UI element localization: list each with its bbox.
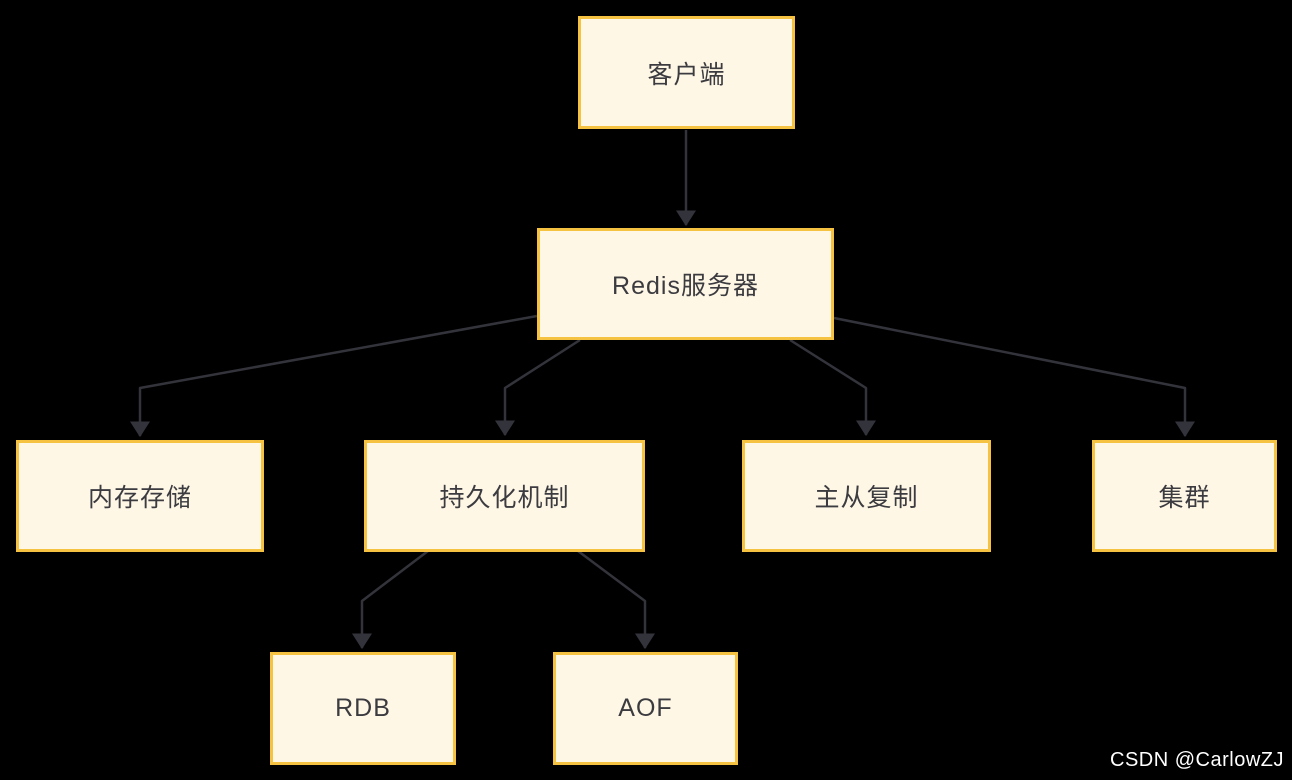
node-rdb: RDB — [270, 652, 456, 765]
node-persistence-mechanism-label: 持久化机制 — [439, 484, 570, 512]
edge-persistence-rdb — [352, 550, 429, 650]
node-master-slave-replication: 主从复制 — [742, 440, 991, 552]
node-client: 客户端 — [578, 16, 795, 129]
node-aof-label: AOF — [618, 694, 673, 722]
node-persistence-mechanism: 持久化机制 — [364, 440, 645, 552]
node-memory-storage-label: 内存存储 — [87, 484, 192, 512]
node-aof: AOF — [553, 652, 738, 765]
edge-server-replication — [789, 338, 876, 437]
node-master-slave-replication-label: 主从复制 — [814, 484, 919, 512]
node-client-label: 客户端 — [647, 60, 726, 89]
node-memory-storage: 内存存储 — [16, 440, 264, 552]
edge-server-memory — [130, 314, 538, 438]
node-redis-server: Redis服务器 — [537, 228, 834, 340]
edge-server-persistence — [495, 338, 581, 437]
node-redis-server-label: Redis服务器 — [612, 272, 759, 300]
node-cluster: 集群 — [1092, 440, 1277, 552]
edge-persistence-aof — [577, 549, 655, 650]
edge-server-cluster — [833, 316, 1195, 438]
node-cluster-label: 集群 — [1158, 484, 1211, 512]
node-rdb-label: RDB — [335, 694, 391, 722]
csdn-watermark: CSDN @CarlowZJ — [1110, 749, 1284, 771]
